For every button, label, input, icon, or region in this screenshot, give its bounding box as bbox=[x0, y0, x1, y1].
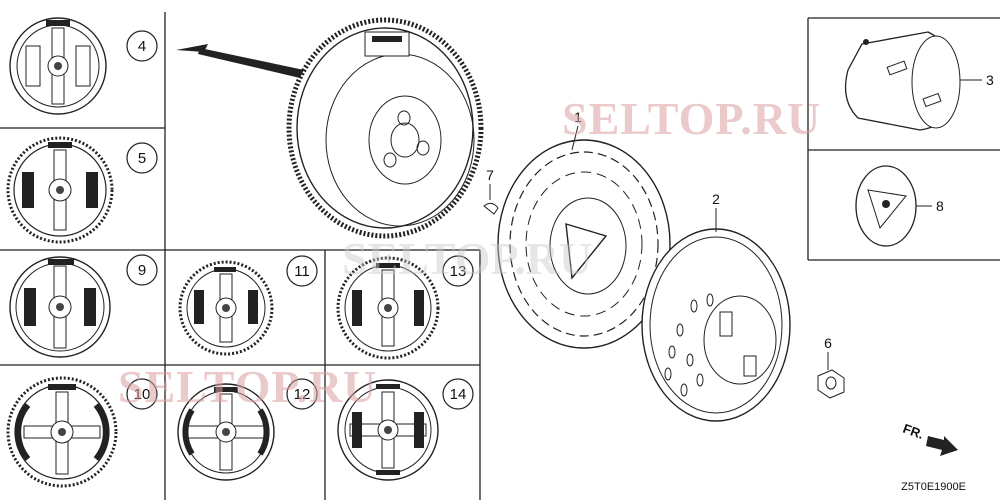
watermark-middle: SELTOP.RU bbox=[342, 233, 592, 284]
direction-label: FR. bbox=[901, 421, 926, 442]
woodruff-key bbox=[483, 202, 499, 215]
callout-4: 4 bbox=[126, 30, 158, 62]
part-6-leader: 6 bbox=[824, 335, 832, 370]
fan-cover bbox=[641, 228, 791, 422]
callout-10-label: 10 bbox=[134, 386, 151, 403]
watermark-top: SELTOP.RU bbox=[562, 93, 821, 144]
variant-12-rotor bbox=[177, 383, 275, 481]
variant-4-rotor bbox=[9, 17, 107, 115]
callout-13: 13 bbox=[442, 255, 474, 287]
watermark-bottom: SELTOP.RU bbox=[118, 361, 377, 412]
callout-14-label: 14 bbox=[450, 386, 467, 403]
mounting-plate bbox=[855, 165, 917, 247]
variant-9-rotor bbox=[9, 256, 111, 358]
cooling-fan bbox=[497, 139, 671, 349]
part-7-label: 7 bbox=[486, 167, 494, 183]
part-1-leader: 1 bbox=[571, 109, 582, 151]
starter-pulley bbox=[844, 31, 961, 131]
variant-13-rotor bbox=[336, 256, 440, 360]
callout-12-label: 12 bbox=[294, 386, 311, 403]
callout-11-label: 11 bbox=[294, 263, 310, 280]
callout-14: 14 bbox=[442, 378, 474, 410]
reference-arrow bbox=[176, 44, 304, 78]
part-8-label: 8 bbox=[936, 198, 944, 214]
part-1-label: 1 bbox=[574, 109, 582, 125]
diagram-code: Z5T0E1900E bbox=[901, 481, 966, 493]
callout-12: 12 bbox=[286, 378, 318, 410]
callout-5-label: 5 bbox=[138, 150, 146, 167]
callout-9-label: 9 bbox=[138, 262, 146, 279]
callout-9: 9 bbox=[126, 254, 158, 286]
callout-13-label: 13 bbox=[450, 263, 467, 280]
callout-11: 11 bbox=[286, 255, 318, 287]
flange-nut bbox=[817, 369, 845, 399]
flywheel bbox=[286, 17, 484, 239]
part-3-label: 3 bbox=[986, 72, 994, 88]
part-3-leader: 3 bbox=[960, 72, 994, 88]
variant-10-rotor bbox=[6, 376, 118, 488]
variant-5-rotor bbox=[6, 136, 114, 244]
variant-11-rotor bbox=[178, 260, 274, 356]
part-6-label: 6 bbox=[824, 335, 832, 351]
variant-14-rotor bbox=[337, 379, 439, 481]
front-direction-indicator: FR. bbox=[901, 421, 958, 456]
variant-grid bbox=[0, 12, 481, 500]
part-8-leader: 8 bbox=[916, 198, 944, 214]
part-7-leader: 7 bbox=[486, 167, 494, 200]
part-2-leader: 2 bbox=[712, 191, 720, 232]
callout-4-label: 4 bbox=[138, 38, 146, 55]
callout-5: 5 bbox=[126, 142, 158, 174]
part-2-label: 2 bbox=[712, 191, 720, 207]
accessory-box bbox=[807, 17, 1000, 261]
callout-10: 10 bbox=[126, 378, 158, 410]
